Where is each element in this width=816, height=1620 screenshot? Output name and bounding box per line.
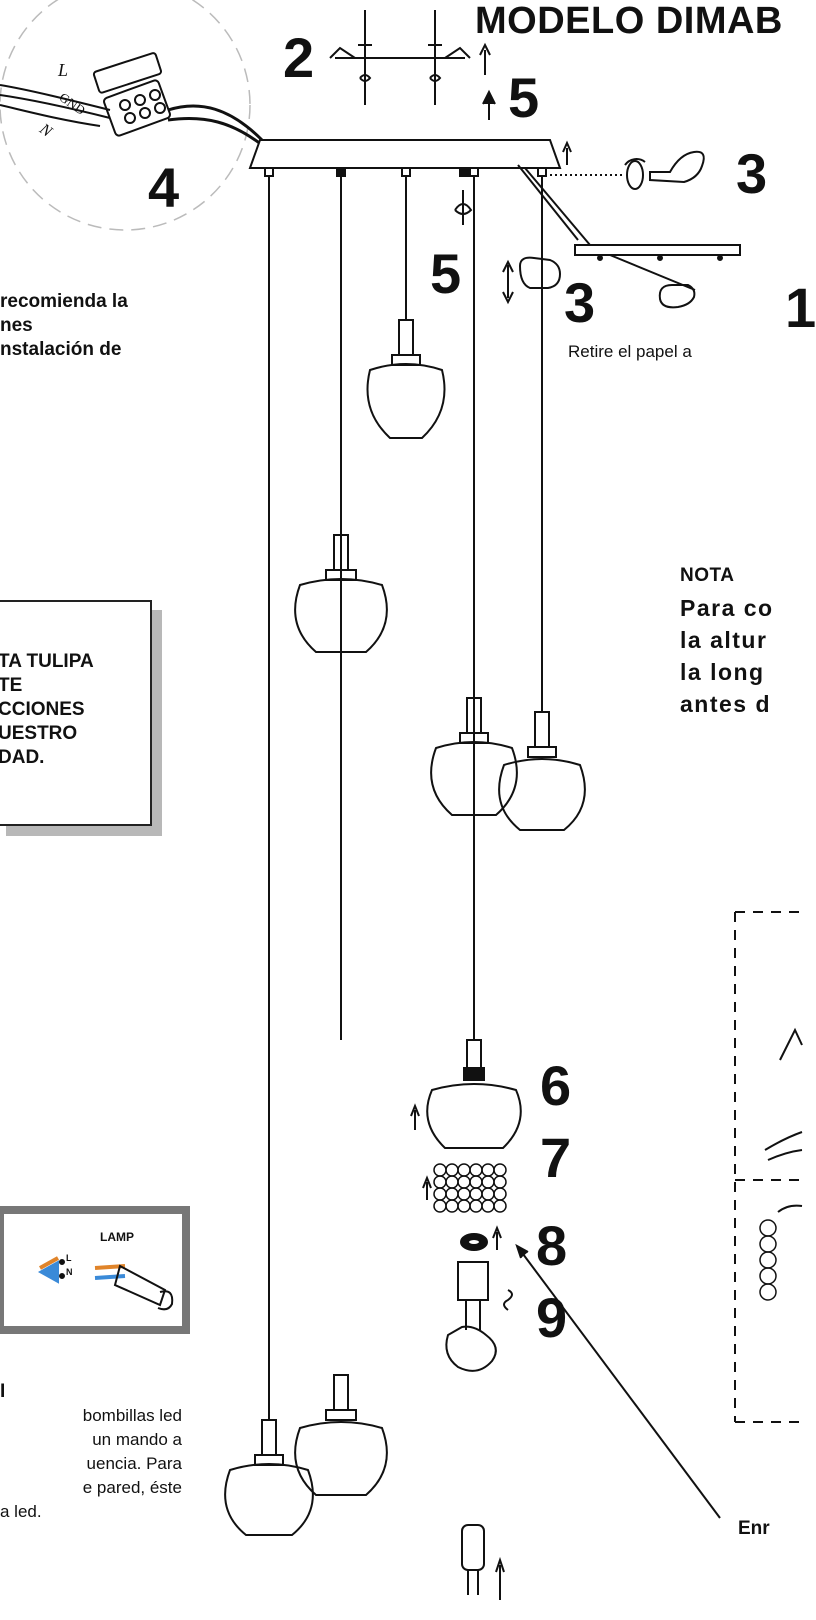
step-7-label: 7 <box>540 1126 572 1189</box>
step-4-label: 4 <box>148 156 180 219</box>
nota-line-3: la long <box>680 659 765 685</box>
bottom-line-1: bombillas led <box>82 1406 182 1425</box>
bottom-line-2: un mando a <box>92 1430 182 1449</box>
warning-line-5: DAD. <box>0 747 45 768</box>
step-8-label: 8 <box>536 1214 568 1277</box>
warning-line-2: TE <box>0 675 23 696</box>
lamp-n-label: N <box>66 1267 73 1277</box>
lamp-l-label: L <box>66 1253 72 1263</box>
retire-paper-text: Retire el papel a <box>568 342 692 361</box>
warning-box: TA TULIPA TE CCIONES UESTRO DAD. <box>0 600 152 826</box>
step-6-label: 6 <box>540 1054 572 1117</box>
warning-line-1: TA TULIPA <box>0 651 94 672</box>
left-text-line-1: recomienda la <box>0 291 128 312</box>
bottom-line-4: e pared, éste <box>82 1478 182 1497</box>
step-1-label: 1 <box>785 276 816 339</box>
nota-heading: NOTA <box>680 565 735 586</box>
lamp-label: LAMP <box>100 1230 134 1244</box>
page-title: MODELO DIMAB <box>475 0 783 42</box>
bottom-line-3: uencia. Para <box>86 1454 182 1473</box>
warning-line-4: UESTRO <box>0 723 78 744</box>
step-2-label: 2 <box>283 26 315 89</box>
step-3-label-right: 3 <box>736 142 768 205</box>
step-5-label: 5 <box>430 242 462 305</box>
bottom-heading: I <box>0 1381 6 1402</box>
warning-line-3: CCIONES <box>0 699 85 720</box>
wire-l-label: L <box>58 60 69 80</box>
wiring-detail-circle <box>0 0 251 231</box>
step-3-label: 3 <box>564 271 596 334</box>
nota-line-1: Para co <box>680 595 774 621</box>
step-9-label: 9 <box>536 1286 568 1349</box>
step-5-label-top: 5 <box>508 66 540 129</box>
left-text-line-3: nstalación de <box>0 339 122 360</box>
left-text-line-2: nes <box>0 315 33 336</box>
nota-line-4: antes d <box>680 691 772 717</box>
nota-line-2: la altur <box>680 627 768 653</box>
enr-label: Enr <box>738 1518 770 1539</box>
bottom-line-5: a led. <box>0 1502 42 1521</box>
